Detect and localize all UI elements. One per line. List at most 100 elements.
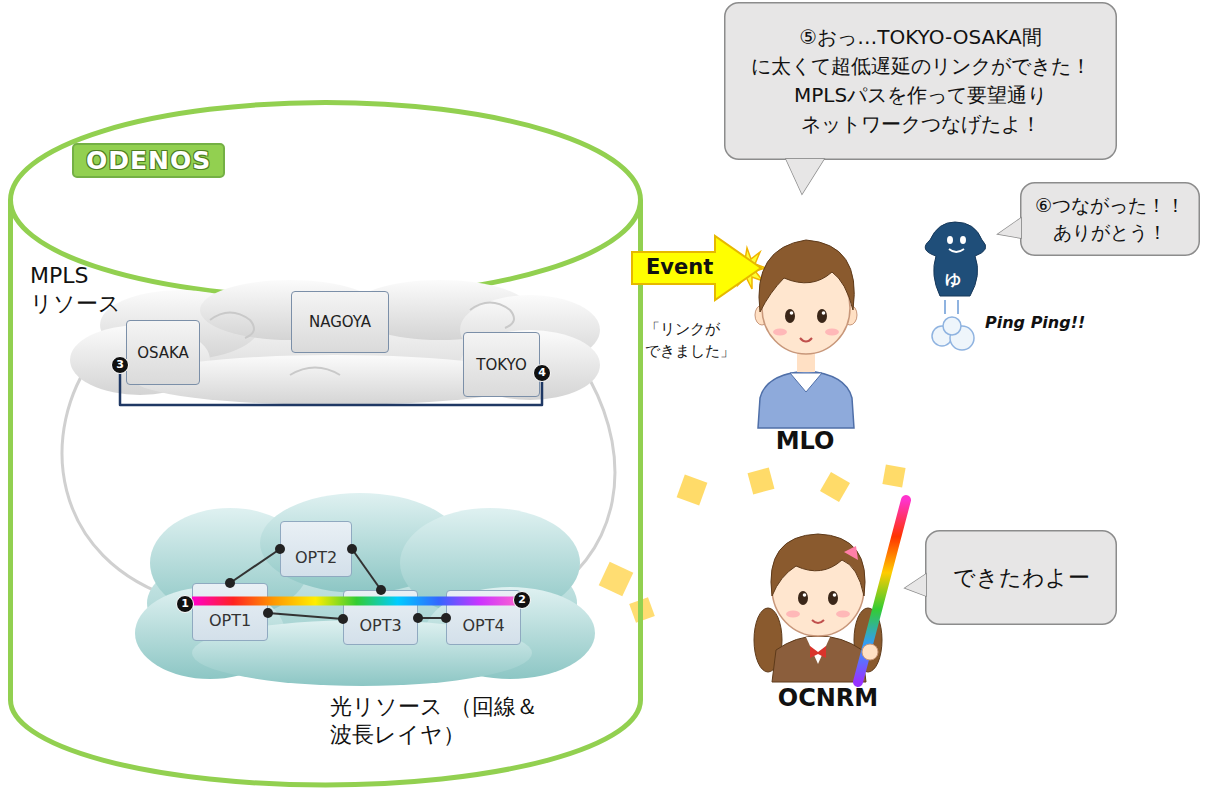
cloud-puff xyxy=(460,330,600,400)
callout-number: 4 xyxy=(533,364,551,382)
event-text: Event xyxy=(646,255,713,279)
speech-bubble: できたわよー xyxy=(925,530,1117,625)
optical-node: OPT2 xyxy=(280,521,352,577)
optical-node: OPT3 xyxy=(343,590,418,645)
event-message: 「リンクが できました」 xyxy=(645,318,745,362)
speech-text: ⑥つながった！！ ありがとう！ xyxy=(1025,192,1195,246)
cloud-swirl xyxy=(210,313,254,339)
speech-text: できたわよー xyxy=(931,563,1111,593)
mascot-part xyxy=(949,249,964,252)
mascot xyxy=(925,222,986,350)
odenos-cylinder: ODENOS MPLS リソース OSAKA NAGOYA TOKYO 光リソース （回線… xyxy=(8,100,643,790)
port-dot xyxy=(347,544,357,554)
bubble-tail-fill xyxy=(786,159,824,194)
mascot-part xyxy=(944,300,946,314)
mlo-character-part xyxy=(790,373,822,392)
ocnrm-character-part xyxy=(836,611,850,618)
role-label: MLO xyxy=(755,427,855,455)
port-dot xyxy=(338,614,348,624)
mlo-character-part xyxy=(790,311,794,315)
cloud-swirl xyxy=(470,303,514,329)
sparkles-part xyxy=(748,468,775,495)
mlo-character xyxy=(755,240,857,428)
bubble-tail-fill xyxy=(905,574,926,596)
connector xyxy=(352,549,381,590)
bubble-body xyxy=(1021,183,1200,256)
ocnrm-character-part xyxy=(828,591,838,605)
ocnrm-character xyxy=(754,500,906,682)
ocnrm-character-part xyxy=(862,644,878,660)
ocnrm-character-part xyxy=(786,611,800,618)
role-label: OCNRM xyxy=(758,684,898,712)
cylinder-body xyxy=(11,200,641,785)
mlo-character-part xyxy=(758,371,854,428)
event-arrow: Event xyxy=(630,234,765,302)
ocnrm-character-part xyxy=(772,636,866,682)
port-dot xyxy=(441,613,451,623)
ocnrm-character-part xyxy=(810,646,826,658)
mascot-part xyxy=(960,236,966,244)
callout-number: 1 xyxy=(176,595,194,613)
bubble-tail xyxy=(786,159,824,194)
ocnrm-character-part xyxy=(833,593,837,597)
optical-node: OPT4 xyxy=(446,590,521,645)
mlo-character-part xyxy=(785,309,795,323)
odenos-badge: ODENOS xyxy=(72,143,225,178)
port-dot xyxy=(413,613,423,623)
speech-bubble-shape xyxy=(1020,182,1200,256)
speech-bubble: ⑤おっ…TOKYO-OSAKA間 に太くて超低遅延のリンクができた！ MPLSパ… xyxy=(724,2,1117,160)
callout-number: 3 xyxy=(111,356,129,374)
layer-heading: 光リソース （回線＆波長レイヤ） xyxy=(330,693,565,749)
arrow-body xyxy=(632,236,761,300)
mlo-character-part xyxy=(759,240,854,312)
sparkles-part xyxy=(820,472,850,502)
speech-text: ⑤おっ…TOKYO-OSAKA間 に太くて超低遅延のリンクができた！ MPLSパ… xyxy=(735,23,1107,139)
mlo-character-part xyxy=(822,311,826,315)
port-dot xyxy=(376,585,386,595)
bubble-tail xyxy=(998,218,1021,238)
cylinder-top xyxy=(11,103,641,298)
port-dot xyxy=(263,608,273,618)
cloud-swirl xyxy=(290,368,340,376)
node-label: OPT3 xyxy=(359,616,401,635)
port-dot xyxy=(275,544,285,554)
layer-heading: MPLS リソース xyxy=(30,262,130,318)
bubble-body xyxy=(725,3,1117,160)
mascot-part xyxy=(925,222,986,296)
bubble-tail xyxy=(905,574,926,596)
node-label: OPT2 xyxy=(295,548,337,567)
callout-number: 2 xyxy=(513,591,531,609)
mpls-node: OSAKA xyxy=(126,320,200,385)
bubble-body xyxy=(926,531,1117,625)
odenos-cylinder-shape xyxy=(8,100,643,790)
node-label: OPT4 xyxy=(462,616,504,635)
mlo-character-part xyxy=(825,329,839,336)
bubble-tail-fill xyxy=(998,218,1021,238)
sparkles-part xyxy=(882,464,905,487)
mlo-character-part xyxy=(773,329,787,336)
node-label: TOKYO xyxy=(476,356,526,374)
ocnrm-character-part xyxy=(858,500,906,682)
node-label: OSAKA xyxy=(137,344,189,362)
port-dot xyxy=(225,578,235,588)
ocnrm-character-part xyxy=(798,591,808,605)
connector xyxy=(230,549,280,583)
mascot-char: ゆ xyxy=(941,270,965,291)
connector xyxy=(192,597,521,606)
node-label: OPT1 xyxy=(209,611,251,630)
sparkles-part xyxy=(599,562,634,597)
mpls-cloud: MPLS リソースOSAKANAGOYATOKYO xyxy=(60,280,610,405)
mlo-character-part xyxy=(800,338,812,342)
ocnrm-character-part xyxy=(806,637,830,664)
mascot-part xyxy=(957,300,959,314)
connector xyxy=(268,613,343,619)
connector xyxy=(120,365,542,405)
mascot-part xyxy=(947,236,953,244)
ocnrm-character-part xyxy=(803,593,807,597)
mpls-node: TOKYO xyxy=(463,332,540,397)
connector xyxy=(418,617,446,619)
mpls-node: NAGOYA xyxy=(291,291,389,353)
ocnrm-character-part xyxy=(771,534,865,596)
mascot-part xyxy=(943,317,961,335)
